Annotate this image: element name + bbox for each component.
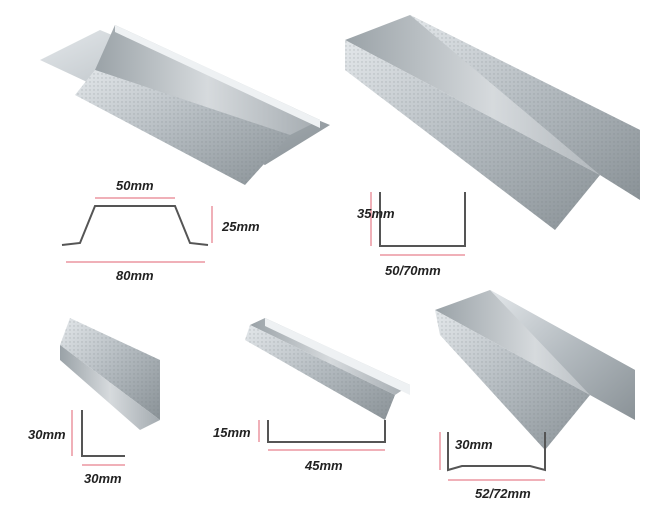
ceiling-channel-section (61, 197, 213, 263)
channel-height-label: 25mm (222, 219, 260, 234)
small-channel-height-label: 15mm (213, 425, 251, 440)
large-stud-section (439, 432, 546, 481)
angle-height-label: 30mm (28, 427, 66, 442)
stud-height-label: 35mm (357, 206, 395, 221)
angle-photo (60, 318, 160, 430)
small-channel-photo (245, 318, 410, 420)
channel-width-label: 50mm (116, 178, 154, 193)
wall-stud-section (370, 192, 466, 256)
channel-base-label: 80mm (116, 268, 154, 283)
stud-width-label: 50/70mm (385, 263, 441, 278)
angle-section (71, 410, 125, 466)
large-stud-height-label: 30mm (455, 437, 493, 452)
angle-width-label: 30mm (84, 471, 122, 486)
large-stud-photo (435, 290, 635, 450)
ceiling-channel-photo (40, 25, 330, 185)
small-channel-width-label: 45mm (305, 458, 343, 473)
wall-stud-photo (345, 15, 640, 230)
large-stud-width-label: 52/72mm (475, 486, 531, 501)
small-channel-section (258, 420, 386, 451)
